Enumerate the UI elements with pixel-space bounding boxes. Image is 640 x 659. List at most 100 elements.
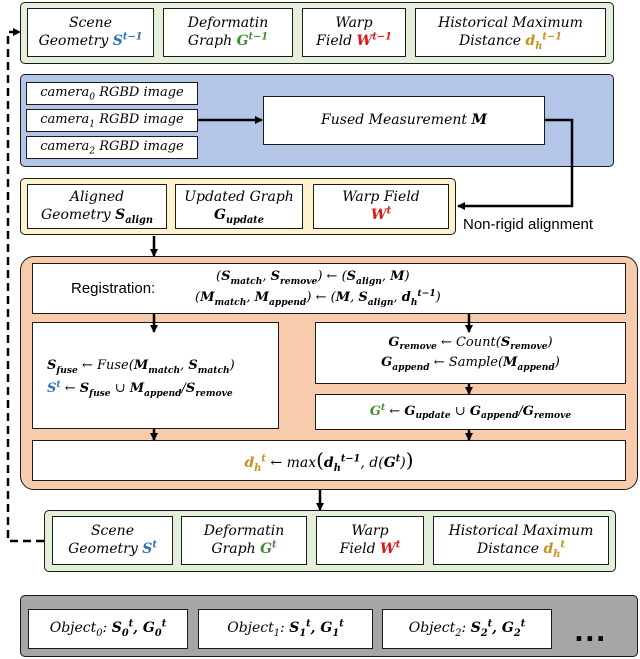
top-deformation-graph-box: Deformatin Graph Gt−1: [163, 8, 293, 57]
bottom-distance-sup: t: [560, 538, 565, 550]
object-1-s-symbol: S: [289, 620, 300, 637]
object-2-g-symbol: G: [501, 620, 514, 637]
object-2-prefix: Object: [408, 620, 456, 637]
object-2-index: 2: [455, 628, 462, 640]
camera-0-index: 0: [89, 92, 96, 103]
distance-update-box: dht ← max(dht−1, d(Gt)): [32, 440, 626, 481]
registration-eq1: (Smatch, Sremove) ← (Salign, M): [216, 269, 410, 287]
bottom-distance-line1: Historical Maximum: [448, 523, 594, 539]
object-0-s-sub: 0: [121, 628, 129, 640]
graph-update-eq: Gt ← Gupdate ∪ Gappend/Gremove: [369, 401, 572, 422]
top-warp-line1: Warp: [335, 15, 373, 31]
object-2-g-sub: 2: [513, 628, 521, 640]
object-0-s-sup: t: [128, 618, 134, 630]
bottom-warp-field-box: Warp Field Wt: [316, 516, 424, 565]
bottom-distance-symbol: d: [543, 540, 554, 557]
camera-0-box: camera0 RGBD image: [26, 82, 198, 105]
fused-measurement-label: Fused Measurement: [321, 111, 472, 128]
top-graph-line2: Graph: [187, 32, 233, 49]
top-scene-geometry-symbol: S: [112, 32, 123, 49]
object-2-box: Object2: S2t, G2t: [382, 609, 552, 649]
top-warp-sup: t−1: [372, 30, 392, 42]
aligned-warp-symbol: W: [370, 206, 387, 223]
graph-union-box: Gt ← Gupdate ∪ Gappend/Gremove: [315, 394, 626, 430]
bottom-deformation-graph-box: Deformatin Graph Gt: [181, 516, 307, 565]
camera-1-suffix: RGBD image: [95, 112, 184, 128]
bottom-graph-sup: t: [272, 538, 277, 550]
top-scene-geometry-box: Scene Geometry St−1: [27, 8, 154, 57]
fused-measurement-box: Fused Measurement M: [263, 96, 545, 145]
aligned-geometry-symbol: S: [115, 206, 126, 223]
object-1-index: 1: [273, 628, 281, 640]
bottom-graph-line2: Graph: [211, 540, 256, 557]
bottom-distance-sub: h: [553, 548, 561, 560]
top-graph-line1: Deformatin: [187, 15, 269, 31]
objects-ellipsis: ...: [574, 618, 607, 648]
fuse-eq1: Sfuse ← Fuse(Mmatch, Smatch): [47, 358, 235, 376]
bottom-warp-symbol: W: [380, 540, 396, 557]
bottom-scene-geometry-line1: Scene: [90, 523, 134, 539]
distance-eq: dht ← max(dht−1, d(Gt)): [244, 448, 414, 474]
registration-label: Registration:: [71, 280, 156, 297]
bottom-scene-geometry-sup: t: [152, 538, 157, 550]
aligned-geometry-line1: Aligned: [69, 189, 125, 205]
top-distance-line2: Distance: [459, 32, 522, 49]
object-0-index: 0: [96, 628, 103, 640]
bottom-warp-line2: Field: [339, 540, 376, 557]
camera-0-prefix: camera: [40, 85, 90, 101]
object-2-g-sup: t: [520, 618, 526, 630]
top-distance-sub: h: [535, 40, 543, 52]
object-1-s-sub: 1: [299, 628, 307, 640]
registration-eq2: (Mmatch, Mappend) ← (M, Salign, dht−1): [195, 287, 441, 308]
aligned-warp-field-box: Warp Field Wt: [313, 184, 449, 229]
object-0-g-symbol: G: [142, 620, 155, 637]
registration-box: Registration: (Smatch, Sremove) ← (Salig…: [32, 263, 626, 314]
top-distance-line1: Historical Maximum: [438, 15, 583, 31]
top-distance-symbol: d: [525, 32, 536, 49]
bottom-scene-geometry-line2: Geometry: [68, 540, 138, 557]
fuse-box: Sfuse ← Fuse(Mmatch, Smatch) St ← Sfuse …: [32, 322, 279, 429]
feedback-loop-dashed: [6, 28, 44, 543]
object-0-g-sub: 0: [154, 628, 162, 640]
aligned-warp-sup: t: [386, 204, 392, 216]
object-2-s-sub: 2: [480, 628, 488, 640]
object-2-s-symbol: S: [470, 620, 481, 637]
object-1-prefix: Object: [227, 620, 274, 637]
camera-2-suffix: RGBD image: [95, 139, 184, 155]
aligned-warp-line1: Warp Field: [342, 189, 420, 205]
top-scene-geometry-sup: t−1: [122, 30, 143, 42]
camera-2-box: camera2 RGBD image: [26, 136, 198, 159]
updated-graph-sub: update: [226, 214, 264, 226]
fused-to-aligned-arrow: [457, 118, 574, 210]
aligned-geometry-box: Aligned Geometry Salign: [27, 184, 167, 229]
aligned-geometry-line2: Geometry: [40, 206, 116, 223]
updated-graph-line1: Updated Graph: [184, 189, 294, 205]
object-2-s-sup: t: [487, 618, 493, 630]
top-distance-sup: t−1: [542, 30, 562, 42]
top-graph-symbol: G: [236, 32, 249, 49]
fused-measurement-symbol: M: [471, 111, 487, 128]
object-1-box: Object1: S1t, G1t: [198, 609, 373, 649]
bottom-historical-distance-box: Historical Maximum Distance dht: [433, 516, 609, 565]
top-warp-line2: Field: [316, 32, 353, 49]
bottom-scene-geometry-box: Scene Geometry St: [52, 516, 173, 565]
updated-graph-symbol: G: [214, 206, 227, 223]
object-1-g-symbol: G: [320, 620, 333, 637]
top-scene-geometry-line1: Scene: [68, 15, 112, 31]
top-warp-symbol: W: [356, 32, 373, 49]
object-1-g-sup: t: [339, 618, 344, 630]
nonrigid-alignment-label: Non-rigid alignment: [463, 216, 594, 233]
top-scene-geometry-line2: Geometry: [38, 32, 109, 49]
graph-eq2: Gappend ← Sample(Mappend): [381, 355, 560, 373]
bottom-scene-geometry-symbol: S: [142, 540, 153, 557]
camera-1-box: camera1 RGBD image: [26, 109, 198, 132]
updated-graph-box: Updated Graph Gupdate: [175, 184, 303, 229]
aligned-geometry-sub: align: [125, 214, 154, 226]
top-graph-sup: t−1: [248, 30, 269, 42]
object-0-s-symbol: S: [111, 620, 122, 637]
camera-1-prefix: camera: [40, 112, 90, 128]
graph-eq1: Gremove ← Count(Sremove): [388, 334, 553, 353]
bottom-graph-line1: Deformatin: [203, 523, 285, 539]
bottom-graph-symbol: G: [260, 540, 273, 557]
